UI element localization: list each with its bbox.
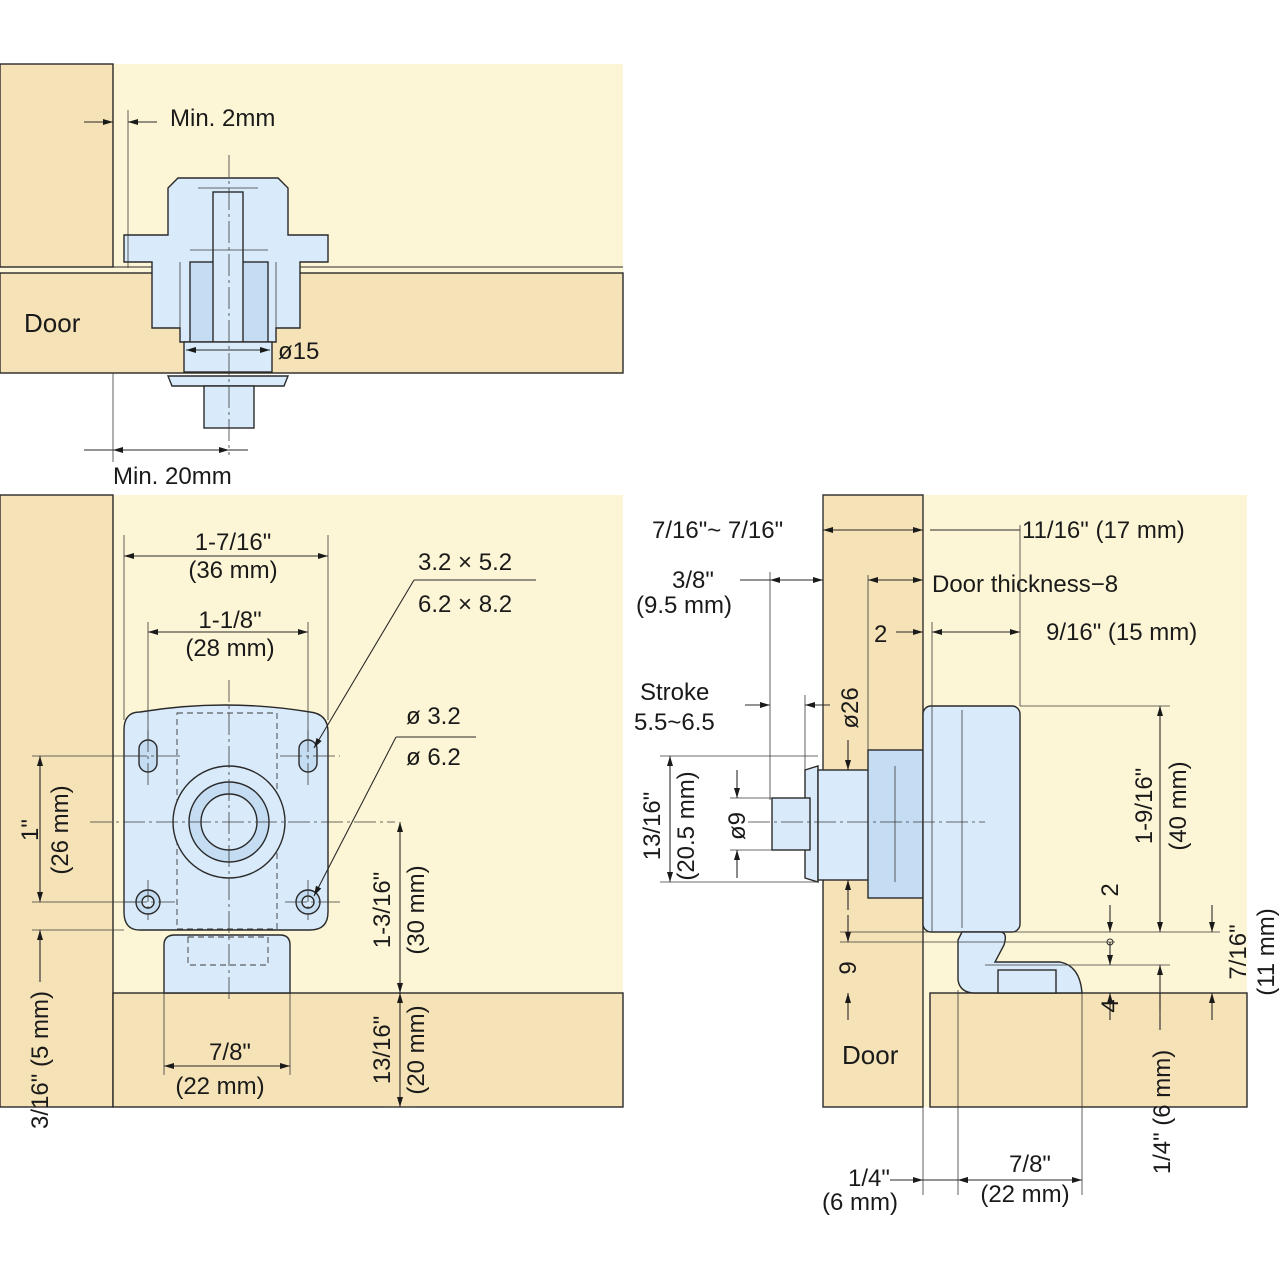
center-height-mm: (30 mm) <box>403 865 430 954</box>
hole-spacing-mm: (26 mm) <box>47 785 74 874</box>
set-mm-label: (9.5 mm) <box>636 592 732 619</box>
diameter-15-label: ø15 <box>278 338 319 365</box>
hole-large-label: ø 6.2 <box>406 744 461 771</box>
height-mm-label: (40 mm) <box>1165 761 1192 850</box>
side-button <box>771 797 811 851</box>
bottom-left-mm: (6 mm) <box>822 1189 898 1216</box>
catch-collar <box>183 341 273 373</box>
depth-17-label: 11/16" (17 mm) <box>1022 517 1185 544</box>
dia9-label: ø9 <box>724 812 751 840</box>
width-inner-mm: (28 mm) <box>185 635 274 662</box>
h-mm-label: (20.5 mm) <box>673 771 700 880</box>
base-width-mm: (22 mm) <box>175 1073 264 1100</box>
door-range-label: 7/16"~ 7/16" <box>652 517 783 544</box>
stroke-label: Stroke <box>640 679 709 706</box>
catch-base-block <box>163 934 291 994</box>
four-label: 4 <box>1097 999 1124 1012</box>
slot-small-label: 3.2 × 5.2 <box>418 549 512 576</box>
two-b-label: 2 <box>1097 883 1124 896</box>
two-label: 2 <box>874 621 887 648</box>
top-view: Door Min. 2mm ø15 Min. 20mm <box>0 63 624 490</box>
front-view: 1-7/16" (36 mm) 1-1/8" (28 mm) 3.2 × 5.2… <box>0 494 624 1129</box>
set-in-label: 3/8" <box>672 567 714 594</box>
dia26-label: ø26 <box>837 687 864 728</box>
cabinet-side-wall <box>0 63 114 268</box>
hole-small-label: ø 3.2 <box>406 703 461 730</box>
bottom-left-in: 1/4" <box>848 1165 890 1192</box>
below-in: 13/16" <box>369 1016 396 1085</box>
side-cabinet-shelf <box>929 992 1248 1108</box>
height-in-label: 1-9/16" <box>1131 768 1158 845</box>
slot-large-label: 6.2 × 8.2 <box>418 591 512 618</box>
catch-plunger <box>212 191 244 343</box>
min-offset-label: Min. 20mm <box>113 463 232 490</box>
front-door-panel <box>112 992 624 1108</box>
edge-offset-label: 3/16" (5 mm) <box>27 991 54 1129</box>
door-label: Door <box>24 308 81 338</box>
stroke-value: 5.5~6.5 <box>634 709 715 736</box>
side-housing <box>922 705 1021 933</box>
h-in-label: 13/16" <box>639 792 666 861</box>
center-height-in: 1-3/16" <box>369 872 396 949</box>
door-thickness-label: Door thickness−8 <box>932 571 1118 598</box>
hole-spacing-in: 1" <box>17 819 44 841</box>
bottom-right-label: 1/4" (6 mm) <box>1149 1050 1176 1175</box>
min-gap-label: Min. 2mm <box>170 105 275 132</box>
catch-flange <box>166 375 290 387</box>
side-striker-pad <box>997 969 1057 994</box>
width-outer-in: 1-7/16" <box>195 529 272 556</box>
bottom-mid-mm: (22 mm) <box>980 1181 1069 1208</box>
side-door-label: Door <box>842 1040 899 1070</box>
door-panel <box>0 272 624 374</box>
front-side-wall <box>0 494 114 1108</box>
bottom-mid-in: 7/8" <box>1009 1151 1051 1178</box>
depth-15-label: 9/16" (15 mm) <box>1046 619 1197 646</box>
base-width-in: 7/8" <box>209 1039 251 1066</box>
width-inner-in: 1-1/8" <box>198 607 261 634</box>
nine-label: 9 <box>835 961 862 974</box>
below-mm: (20 mm) <box>403 1005 430 1094</box>
right-mm-label: (11 mm) <box>1253 908 1280 996</box>
side-collar <box>817 769 871 881</box>
width-outer-mm: (36 mm) <box>188 557 277 584</box>
side-body <box>867 749 924 899</box>
right-in-label: 7/16" <box>1225 924 1252 979</box>
side-view: Door 7/16"~ 7/16" 11/16" (17 mm) 3/8" (9… <box>634 494 1280 1216</box>
